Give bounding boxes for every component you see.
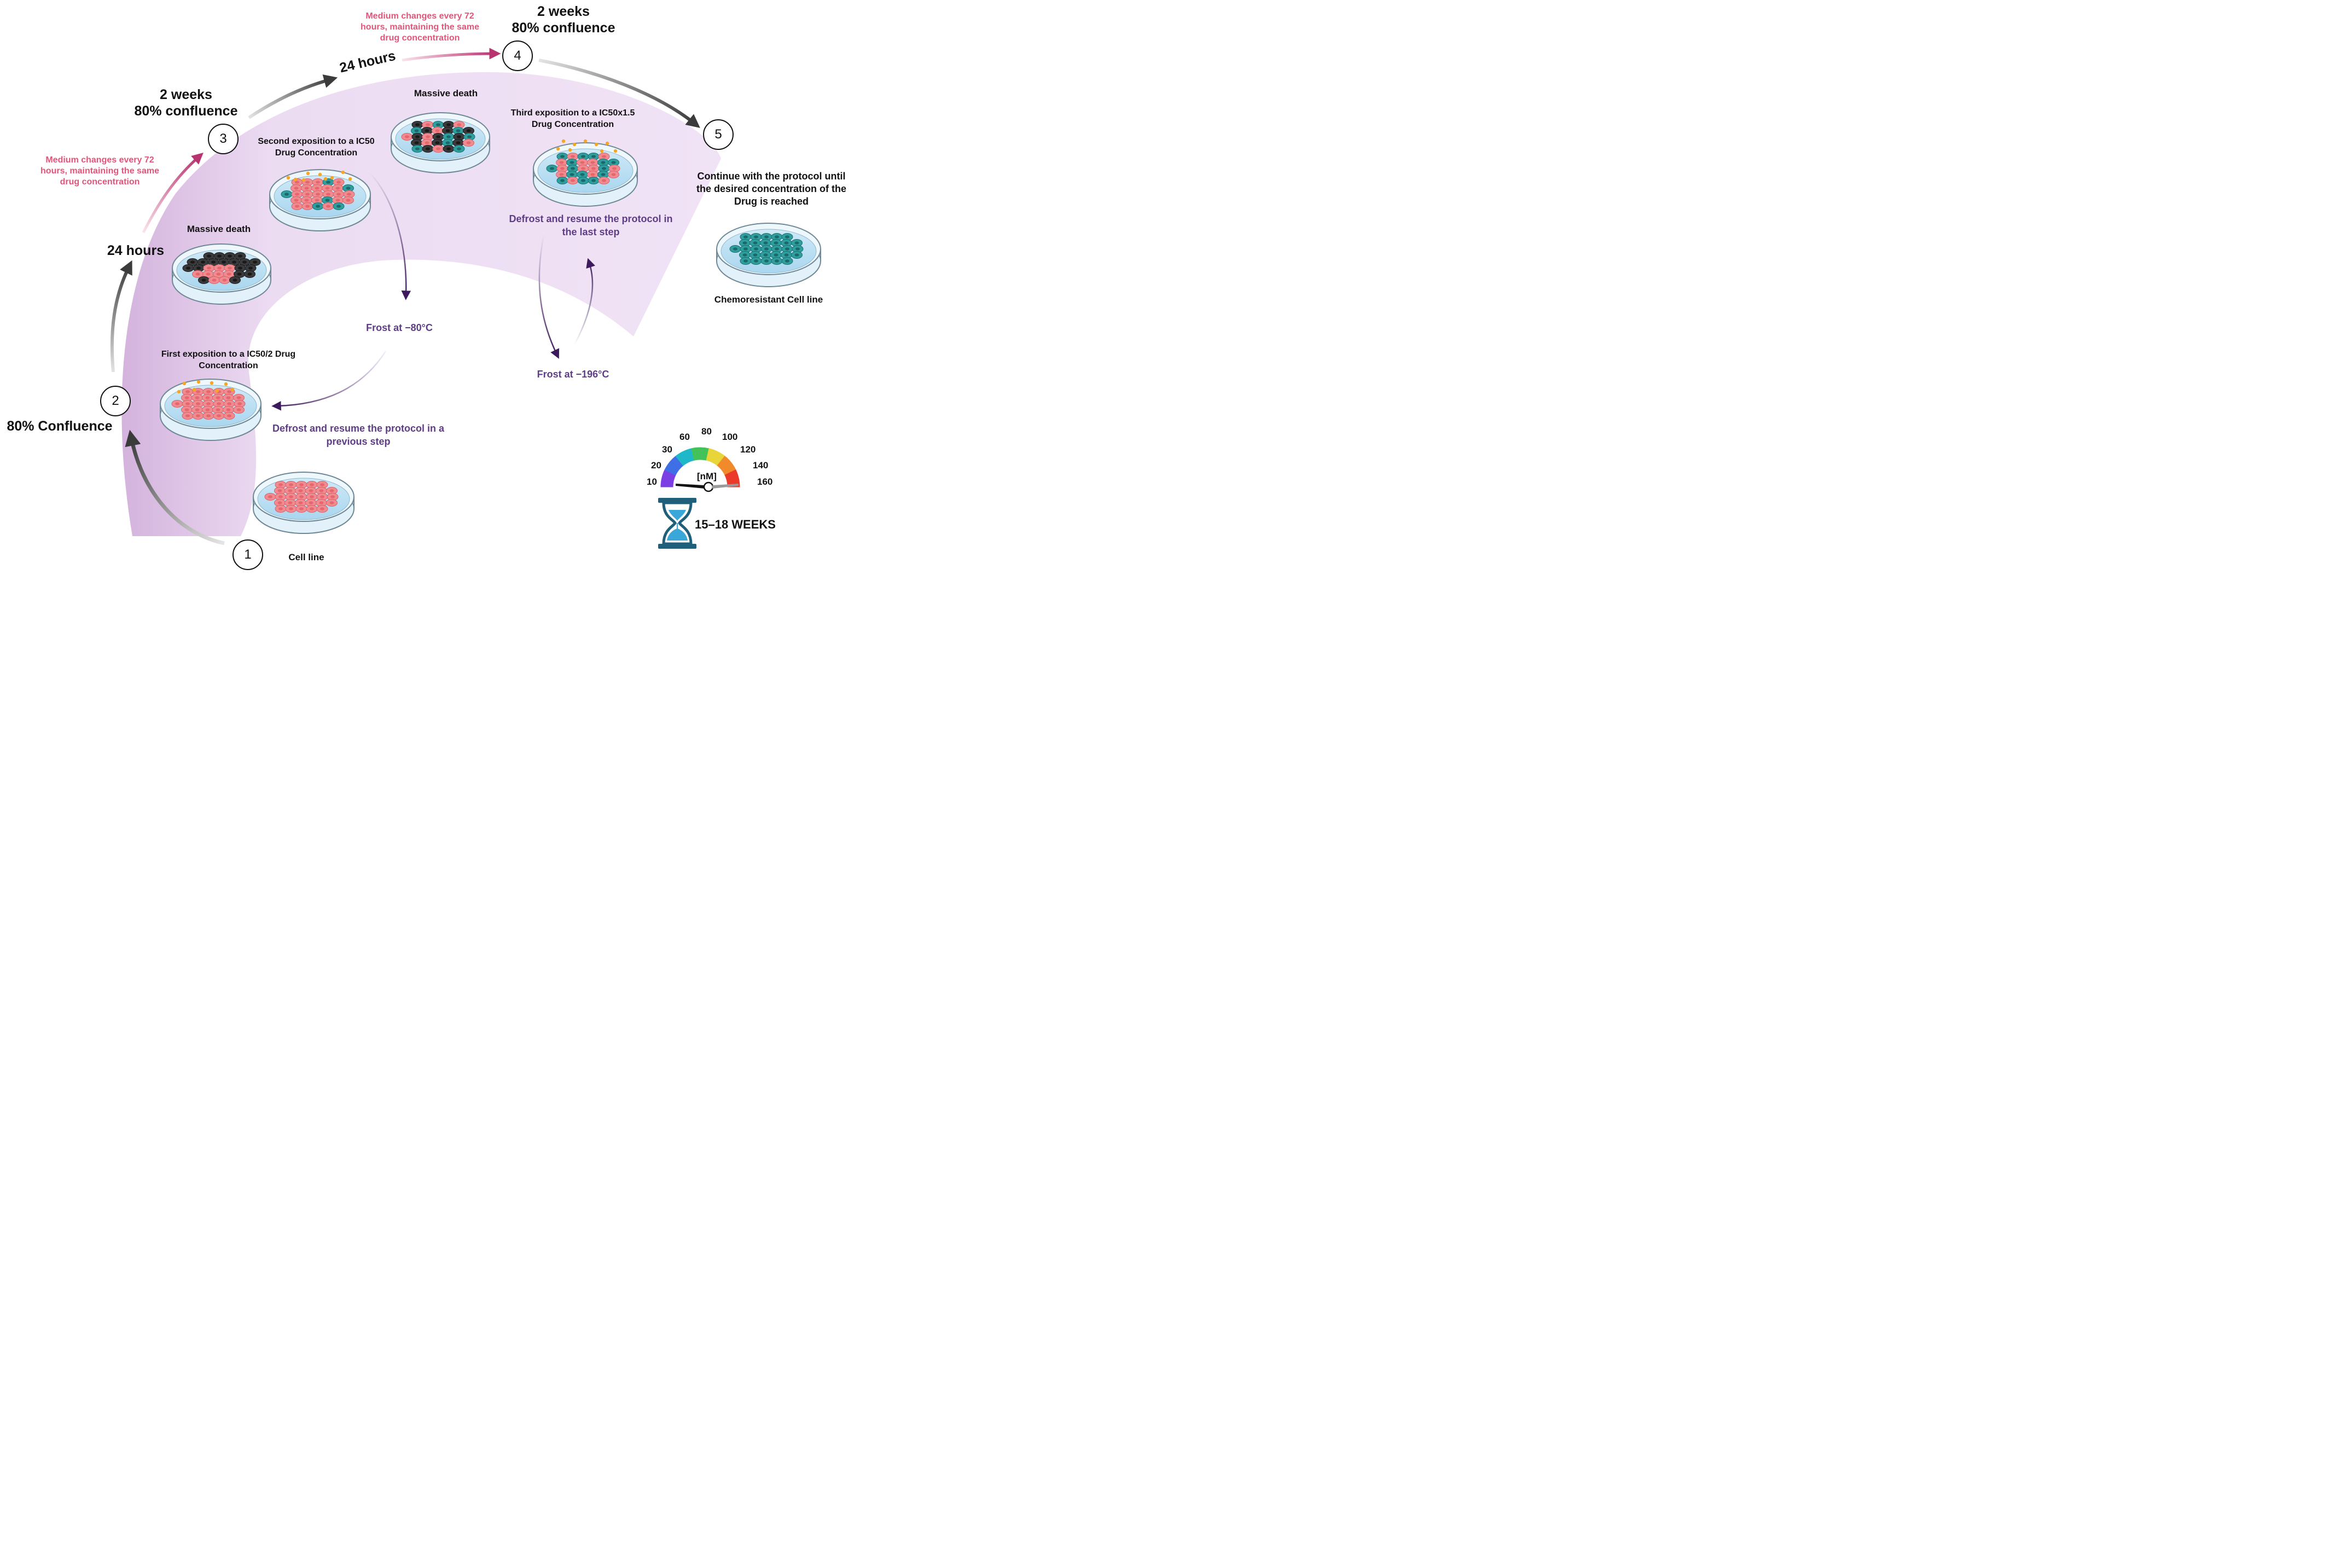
concentration-gauge-icon xyxy=(660,447,740,492)
petri-dish-first-exposure xyxy=(160,379,262,441)
gauge-tick-140: 140 xyxy=(753,460,769,471)
arrow-third-to-frost196 xyxy=(538,232,560,359)
gauge-band xyxy=(691,447,710,461)
petri-dish-cell-line xyxy=(253,472,355,534)
gauge-tick-10: 10 xyxy=(647,477,657,487)
gauge-needle-tail xyxy=(712,484,739,489)
step-3-badge: 3 xyxy=(208,124,239,154)
gauge-tick-160: 160 xyxy=(757,477,773,487)
gauge-unit-label: [nM] xyxy=(697,471,717,481)
hourglass-icon xyxy=(658,498,696,549)
gauge-tick-120: 120 xyxy=(740,444,756,455)
gauge-band xyxy=(724,469,740,487)
step-1-badge: 1 xyxy=(233,539,263,570)
step-2-badge: 2 xyxy=(100,386,131,416)
arrow-step4-to-step5 xyxy=(538,59,700,128)
massive-death-label-top: Massive death xyxy=(414,88,478,98)
frost-minus196-label: Frost at −196°C xyxy=(537,369,609,380)
petri-dish-third-exposure xyxy=(533,139,638,207)
duration-label: 15–18 WEEKS xyxy=(695,518,776,531)
arrow-step1-to-step2 xyxy=(125,429,225,545)
gauge-tick-20: 20 xyxy=(651,460,661,471)
protocol-diagram: 1 2 3 4 5 Cell line 80% Confluence 24 ho… xyxy=(0,0,856,574)
step-2-confluence-label: 80% Confluence xyxy=(7,419,113,434)
petri-dish-chemoresistant xyxy=(716,223,821,287)
arrow-frost196-to-third xyxy=(573,258,596,345)
step-4-badge: 4 xyxy=(502,40,533,71)
step-5-badge: 5 xyxy=(703,119,734,150)
arrow-medium-to-step4 xyxy=(402,48,501,62)
arrow-medium-to-step3 xyxy=(142,153,204,234)
petri-dish-second-exposure xyxy=(269,169,371,231)
gauge-tick-100: 100 xyxy=(722,432,738,442)
timing-24h-left: 24 hours xyxy=(107,243,165,258)
arrow-step3-to-24h xyxy=(248,74,338,119)
cell-line-label: Cell line xyxy=(288,552,324,562)
arrow-second-to-frost80 xyxy=(367,170,411,300)
gauge-needle xyxy=(676,484,705,489)
chemoresistant-label: Chemoresistant Cell line xyxy=(714,294,823,305)
gauge-tick-30: 30 xyxy=(662,444,672,455)
frost-minus80-label: Frost at −80°C xyxy=(366,322,433,333)
petri-dish-massive-death-top xyxy=(391,112,490,173)
gauge-tick-80: 80 xyxy=(701,426,712,437)
gauge-tick-60: 60 xyxy=(679,432,690,442)
diagram-canvas xyxy=(110,48,821,549)
massive-death-label-left: Massive death xyxy=(187,224,251,234)
petri-dish-massive-death-left xyxy=(172,243,271,305)
arrow-step2-to-24h xyxy=(110,260,132,373)
arrow-frost80-to-first xyxy=(271,351,387,411)
